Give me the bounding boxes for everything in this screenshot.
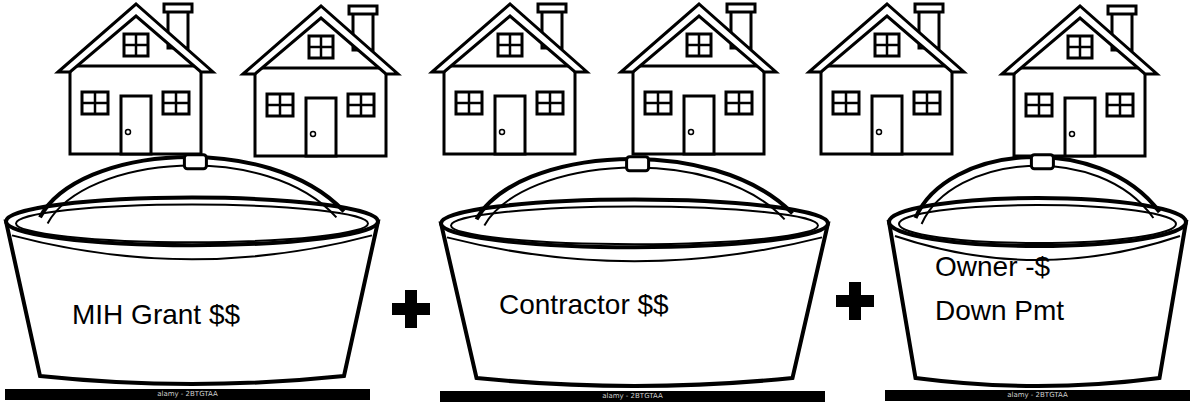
- house-icon: [1002, 6, 1157, 156]
- house-icon: [243, 6, 398, 156]
- house-icon: [58, 4, 213, 154]
- plus-sign: [392, 290, 430, 328]
- bucket-handle: [922, 166, 1154, 224]
- bucket-inner-rim: [16, 205, 368, 243]
- bucket-inner-rim: [451, 207, 818, 245]
- bucket-label: Contractor $$: [499, 283, 789, 327]
- bucket-label: MIH Grant $$: [72, 293, 342, 337]
- bucket-outline: [2, 150, 382, 388]
- watermark-bar: [440, 391, 825, 402]
- house-icon: [432, 4, 587, 154]
- watermark-text: alamy - 2BTGTAA: [440, 391, 825, 402]
- bucket-handle: [484, 168, 784, 226]
- watermark-text: alamy - 2BTGTAA: [885, 390, 1190, 401]
- handle-clip: [627, 157, 649, 171]
- house-icon: [621, 4, 776, 154]
- house-icon: [809, 4, 964, 154]
- bucket-handle: [48, 166, 337, 224]
- plus-sign: [836, 282, 874, 320]
- handle-clip: [1031, 155, 1053, 169]
- bucket-label: Owner -$ Down Pmt: [935, 245, 1085, 333]
- watermark-bar: [885, 390, 1190, 401]
- bucket-node: Owner -$ Down Pmt: [885, 150, 1190, 390]
- bucket-outline: [437, 152, 832, 390]
- bucket-node: Contractor $$: [437, 152, 832, 390]
- watermark-text: alamy - 2BTGTAA: [5, 389, 370, 400]
- bucket-inner-rim: [899, 205, 1176, 243]
- bucket-node: MIH Grant $$: [2, 150, 382, 388]
- watermark-bar: [5, 389, 370, 400]
- handle-clip: [184, 155, 206, 169]
